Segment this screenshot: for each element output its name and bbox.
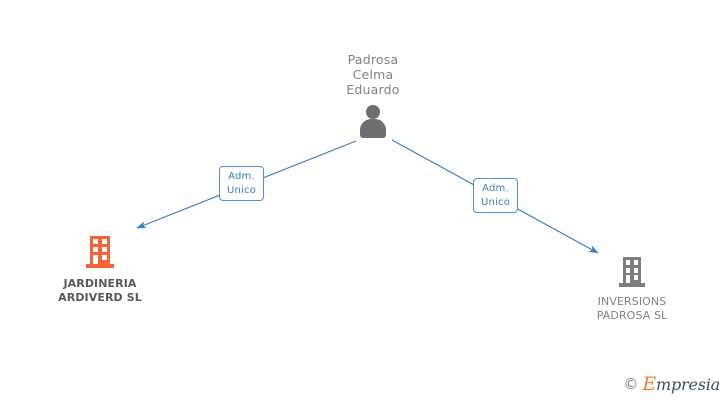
- brand-logo: Empresia: [642, 375, 720, 394]
- relation-label-line-2: Unico: [226, 185, 257, 196]
- company-name: JARDINERIA ARDIVERD SL: [58, 277, 142, 304]
- relation-label-adm-unico-left[interactable]: Adm. Unico: [219, 166, 264, 201]
- relation-label-line-1: Adm.: [228, 171, 255, 182]
- building-icon: [552, 256, 712, 288]
- relation-label-line-1: Adm.: [482, 183, 509, 194]
- person-icon-body: [360, 119, 386, 138]
- person-node[interactable]: Padrosa Celma Eduardo: [313, 52, 433, 141]
- relation-label-line-2: Unico: [480, 197, 511, 208]
- copyright-icon: ©: [623, 375, 639, 393]
- brand-rest: mpresia: [656, 375, 720, 394]
- building-icon-base: [86, 264, 114, 268]
- company-name: INVERSIONS PADROSA SL: [596, 295, 668, 322]
- building-icon: [20, 236, 180, 270]
- building-icon-base: [619, 283, 645, 287]
- person-icon-head: [366, 105, 380, 119]
- company-node-inversions-padrosa[interactable]: INVERSIONS PADROSA SL: [552, 256, 712, 323]
- brand-initial: E: [642, 373, 656, 395]
- person-name: Padrosa Celma Eduardo: [346, 52, 400, 97]
- building-icon-tower: [623, 257, 641, 283]
- person-icon: [313, 105, 433, 141]
- building-icon-tower: [90, 236, 110, 264]
- watermark: © Empresia: [623, 375, 720, 394]
- company-node-jardineria-ardiverd[interactable]: JARDINERIA ARDIVERD SL: [20, 236, 180, 305]
- relation-label-adm-unico-right[interactable]: Adm. Unico: [473, 178, 518, 213]
